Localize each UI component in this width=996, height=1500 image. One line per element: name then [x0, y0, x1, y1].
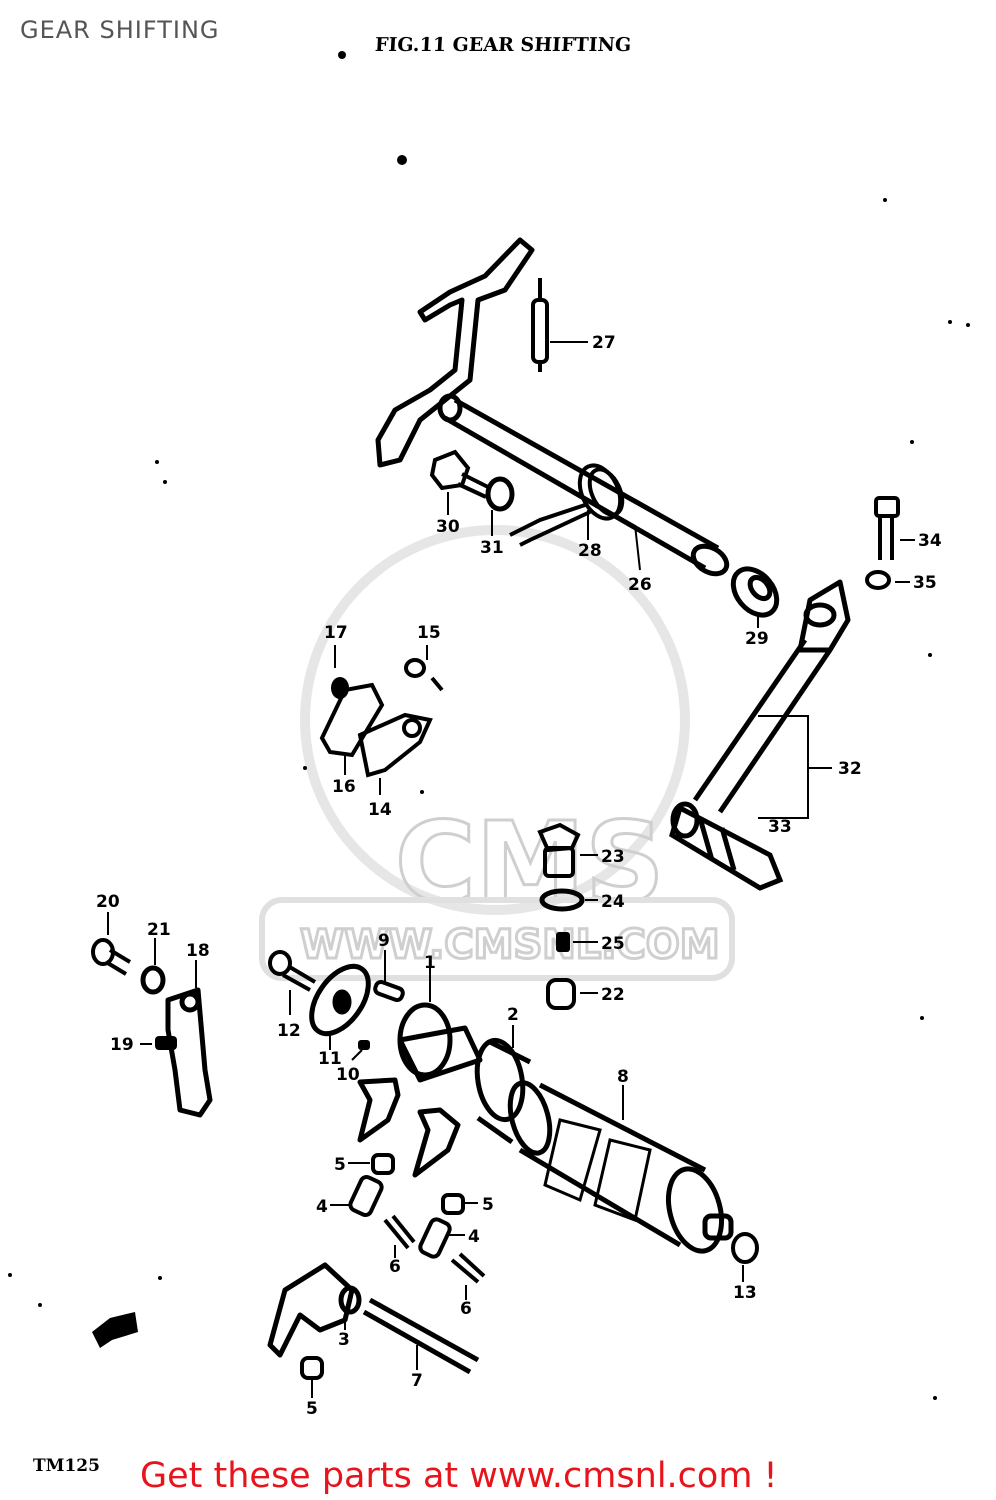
callout-2: 2	[507, 1005, 519, 1025]
part-5-roller-c	[300, 1356, 324, 1380]
part-21-washer	[140, 965, 166, 995]
callout-7: 7	[411, 1371, 423, 1391]
part-14-stopper-arm	[357, 712, 433, 778]
callout-9: 9	[378, 931, 390, 951]
part-9-pin	[373, 979, 405, 1003]
callout-6-a: 6	[389, 1257, 401, 1277]
callout-16: 16	[332, 777, 356, 797]
part-24-gasket	[539, 888, 585, 912]
callout-19: 19	[110, 1035, 134, 1055]
callout-12: 12	[277, 1021, 301, 1041]
leader-lines	[107, 341, 915, 1398]
part-10-pin	[358, 1040, 370, 1050]
callout-10: 10	[336, 1065, 360, 1085]
callout-22: 22	[601, 985, 625, 1005]
part-34-bolt	[874, 496, 900, 560]
scan-specks	[8, 51, 970, 1400]
callout-18: 18	[186, 941, 210, 961]
model-code: TM125	[33, 1456, 100, 1476]
part-26-gearshift-shaft	[375, 237, 730, 577]
watermark-url-text: WWW.CMSNL.COM	[300, 922, 720, 968]
callout-30: 30	[436, 517, 460, 537]
callout-14: 14	[368, 800, 392, 820]
part-5-roller-a	[371, 1153, 395, 1175]
watermark-logo-ring	[300, 525, 690, 915]
callout-28: 28	[578, 541, 602, 561]
callout-29: 29	[745, 629, 769, 649]
part-4-pin-b	[418, 1217, 452, 1259]
part-28-return-spring	[509, 463, 625, 547]
promo-link[interactable]: Get these parts at www.cmsnl.com !	[140, 1456, 778, 1496]
part-30-bolt	[429, 449, 491, 499]
part-7-gearshift-fork-shaft	[362, 1297, 480, 1375]
callout-labels: 27 30 31 28 26 29 34 35 32 33 17 15 16 1…	[96, 333, 942, 1419]
callout-24: 24	[601, 892, 625, 912]
part-20-bolt	[91, 938, 132, 976]
callout-8: 8	[617, 1067, 629, 1087]
part-18-gearshift-cam-stopper	[165, 987, 213, 1118]
callout-20: 20	[96, 892, 120, 912]
callout-32: 32	[838, 759, 862, 779]
part-6-bolt-b	[450, 1252, 486, 1284]
callout-34: 34	[918, 531, 942, 551]
part-31-washer	[485, 476, 515, 512]
watermark-logo-text: CMS	[395, 798, 664, 926]
part-8-gearshift-cam	[507, 1080, 734, 1254]
part-32-gearshift-lever	[692, 579, 851, 814]
callout-27: 27	[592, 333, 616, 353]
part-13-plug	[731, 1232, 759, 1264]
part-1-gearshift-fork	[357, 1002, 483, 1178]
part-11-cam-driven-gear	[309, 963, 371, 1037]
callout-25: 25	[601, 934, 625, 954]
callout-21: 21	[147, 920, 171, 940]
part-12-screw	[268, 950, 317, 992]
callout-35: 35	[913, 573, 937, 593]
callout-31: 31	[480, 538, 504, 558]
part-33-lever-rubber	[669, 801, 784, 891]
callout-6-b: 6	[460, 1299, 472, 1319]
part-25-spring	[556, 932, 570, 952]
part-29-oil-seal	[730, 566, 780, 618]
part-19-spring	[155, 1036, 177, 1050]
part-35-washer	[865, 570, 891, 590]
callout-15: 15	[417, 623, 441, 643]
part-3-gearshift-fork	[267, 1262, 362, 1358]
callout-5-a: 5	[334, 1155, 346, 1175]
callout-17: 17	[324, 623, 348, 643]
part-15-bolt-pin	[404, 658, 444, 692]
part-2-gearshift-fork	[474, 1037, 532, 1145]
callout-1: 1	[424, 953, 436, 973]
callout-5-c: 5	[306, 1399, 318, 1419]
page-title: GEAR SHIFTING	[20, 16, 220, 44]
callout-33: 33	[768, 817, 792, 837]
part-23-plug	[537, 822, 581, 878]
callout-5-b: 5	[482, 1195, 494, 1215]
part-4-pin-a	[348, 1175, 384, 1217]
callout-4-a: 4	[316, 1197, 328, 1217]
part-5-roller-b	[441, 1193, 465, 1215]
callout-13: 13	[733, 1283, 757, 1303]
part-22-gear-stopper	[546, 978, 576, 1010]
part-6-bolt-a	[383, 1214, 416, 1250]
callout-11: 11	[318, 1049, 342, 1069]
part-27-spring	[531, 278, 549, 372]
watermark-url-band	[259, 897, 735, 981]
callout-26: 26	[628, 575, 652, 595]
callout-3: 3	[338, 1330, 350, 1350]
callout-4-b: 4	[468, 1227, 480, 1247]
callout-23: 23	[601, 847, 625, 867]
watermark: CMS WWW.CMSNL.COM	[259, 525, 735, 981]
front-arrow-icon	[92, 1312, 138, 1348]
part-16-stopper-plate	[319, 677, 385, 758]
